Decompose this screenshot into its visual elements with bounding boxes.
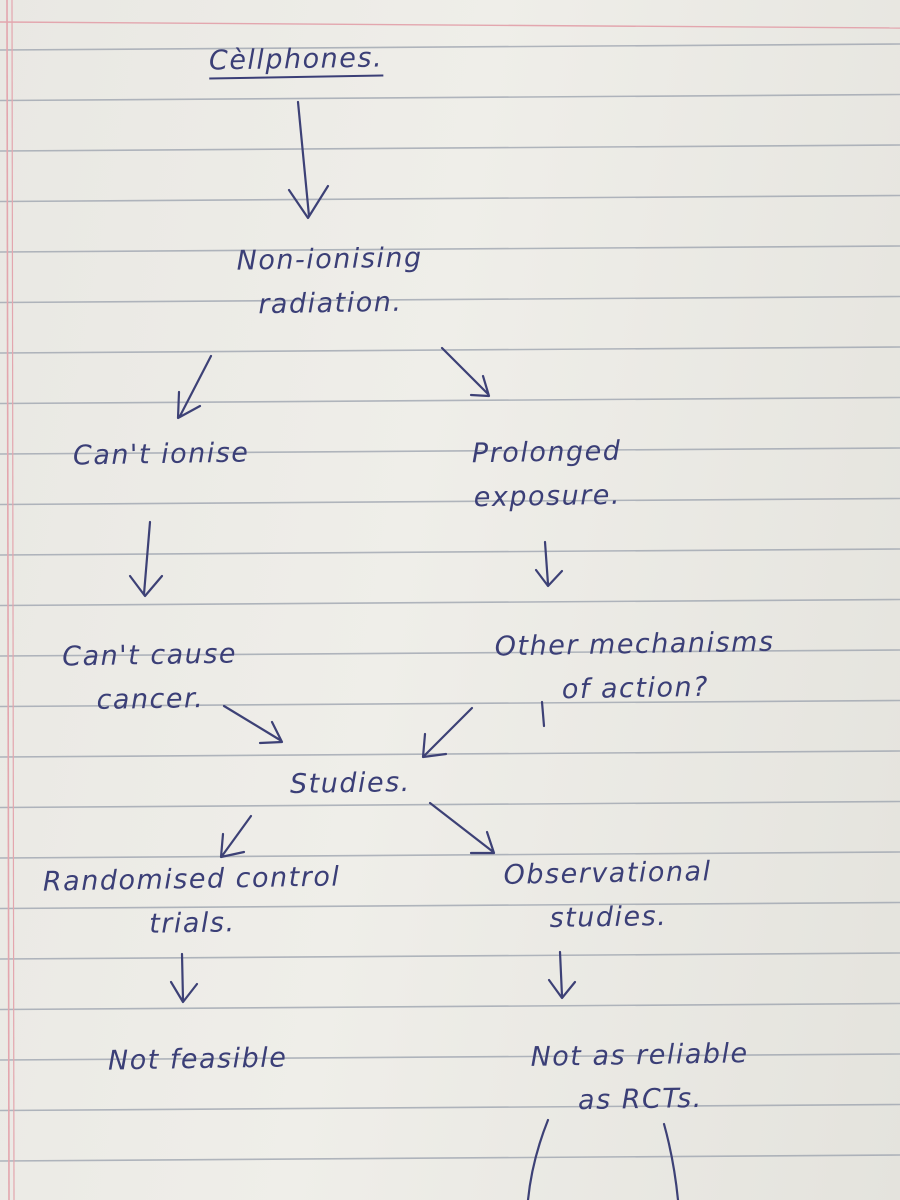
arrow-observational-down [547, 950, 577, 1000]
margin-line-2 [11, 0, 15, 1200]
arrow-prolonged-down [534, 540, 564, 588]
arrow-cant-ionise-down [128, 520, 164, 598]
ruled-line [0, 497, 900, 506]
ruled-line [0, 598, 900, 607]
ruled-line [0, 396, 900, 405]
ruled-line [0, 144, 900, 152]
ruled-line [0, 194, 900, 203]
ruled-line [0, 649, 900, 657]
ruled-line [0, 1053, 900, 1061]
ruled-line [0, 750, 900, 758]
ruled-line [0, 800, 900, 809]
ruled-line [0, 952, 900, 960]
arrow-studies-to-observational [428, 801, 496, 855]
mechanisms-tail-line [540, 700, 546, 728]
ruled-line [0, 346, 900, 354]
ruled-line [0, 43, 900, 51]
ruled-line [0, 699, 900, 708]
top-margin-line [0, 21, 900, 29]
ruled-line [0, 447, 900, 455]
arrow-rct-down [169, 952, 199, 1004]
ruled-line [0, 901, 900, 910]
ruled-line [0, 245, 900, 253]
arrow-studies-to-rct [219, 814, 253, 859]
margin-line [6, 0, 10, 1200]
bracket-right-line [662, 1122, 680, 1200]
ruled-line [0, 1002, 900, 1011]
ruled-line [0, 548, 900, 556]
ruled-line [0, 1154, 900, 1162]
ruled-line [0, 851, 900, 859]
bracket-left-line [526, 1118, 550, 1200]
arrow-radiation-to-prolonged [440, 346, 491, 398]
ruled-line [0, 295, 900, 304]
ruled-line [0, 93, 900, 102]
arrow-mechanisms-to-studies [421, 706, 474, 759]
arrow-cancer-to-studies [222, 704, 284, 745]
ruled-line [0, 1103, 900, 1112]
arrow-radiation-to-cant-ionise [176, 354, 213, 420]
arrow-cellphones-to-radiation [287, 100, 330, 220]
